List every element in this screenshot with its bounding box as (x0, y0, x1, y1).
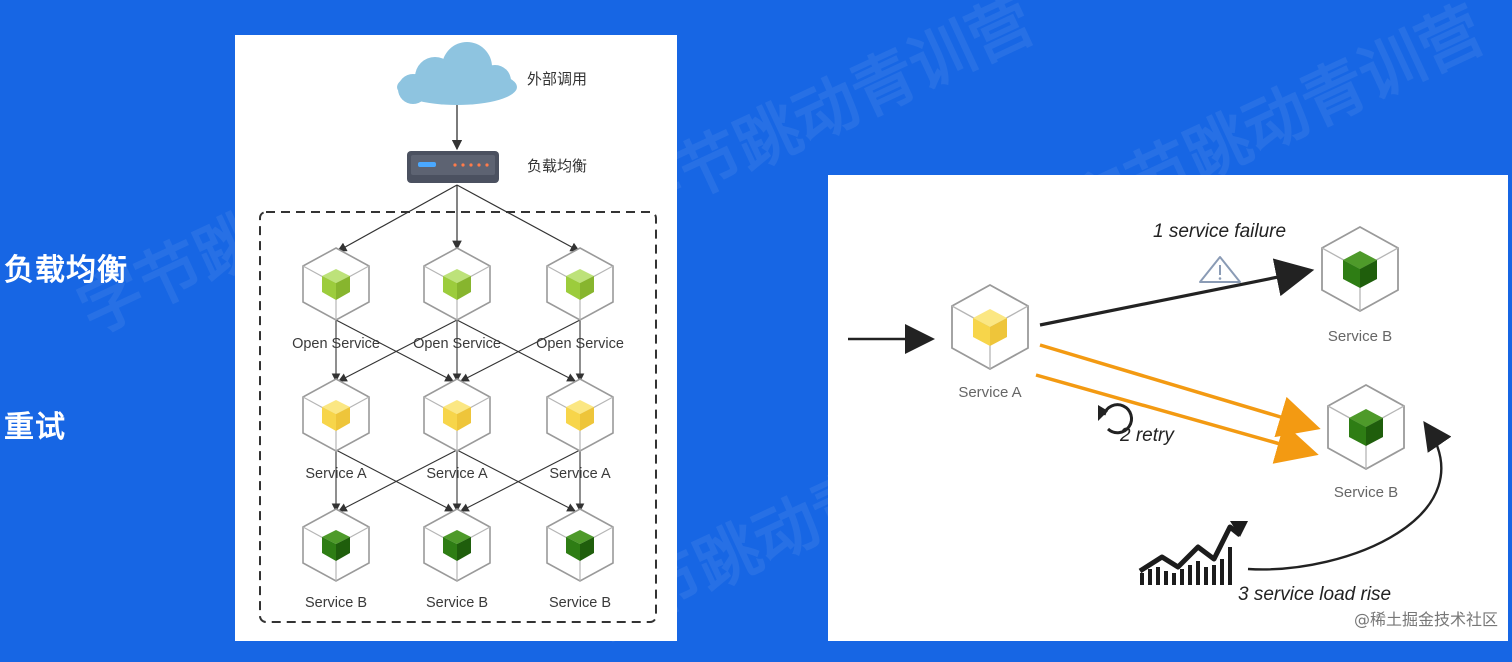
service-a-node (302, 378, 370, 452)
step-3-label: 3 service load rise (1238, 584, 1391, 605)
service-b-label: Service B (1334, 484, 1398, 501)
step-2-label: 2 retry (1119, 425, 1175, 446)
cube-icon (973, 309, 1007, 346)
step-1-label: 1 service failure (1153, 221, 1286, 242)
cube-icon (322, 269, 350, 300)
retry-heading: 重试 (4, 410, 66, 445)
open-service-node (546, 247, 614, 321)
service-a-label: Service A (958, 384, 1021, 401)
service-b-label: Service B (1328, 328, 1392, 345)
cube-icon (1343, 251, 1377, 288)
load-balancer-label: 负载均衡 (527, 157, 587, 175)
external-call-label: 外部调用 (527, 70, 587, 88)
cube-icon (566, 530, 594, 561)
load-balancing-heading: 负载均衡 (4, 253, 128, 288)
open-service-label: Open Service (413, 336, 501, 352)
source-credit: @稀土掘金技术社区 (1353, 610, 1498, 629)
retry-arrow (1035, 373, 1319, 464)
load-rise-arrow (1247, 421, 1452, 571)
cube-icon (566, 400, 594, 431)
service-a-node (951, 284, 1029, 370)
service-b-node (1321, 226, 1399, 312)
service-b-node (546, 508, 614, 582)
warning-icon (1199, 256, 1241, 283)
service-b-node (1327, 384, 1405, 470)
service-b-node (302, 508, 370, 582)
service-a-node (423, 378, 491, 452)
retry-icon (1098, 403, 1133, 435)
load-balancing-diagram-svg: 外部调用 负载均衡 (259, 42, 657, 623)
service-b-label: Service B (305, 595, 367, 611)
service-a-node (546, 378, 614, 452)
retry-arrow (1039, 343, 1321, 438)
service-cluster-boundary (259, 211, 657, 623)
cube-icon (566, 269, 594, 300)
retry-diagram: Service A Service B Service B 1 service … (828, 175, 1508, 641)
cube-icon (322, 530, 350, 561)
service-b-label: Service B (426, 595, 488, 611)
load-graph-icon (1138, 521, 1248, 585)
retry-diagram-svg: Service A Service B Service B 1 service … (848, 221, 1452, 605)
cube-icon (443, 269, 471, 300)
service-b-label: Service B (549, 595, 611, 611)
cloud-icon (397, 42, 517, 105)
service-a-label: Service A (426, 466, 488, 482)
service-b-node (423, 508, 491, 582)
service-a-label: Service A (549, 466, 611, 482)
open-service-label: Open Service (536, 336, 624, 352)
cube-icon (1349, 409, 1383, 446)
load-balancing-diagram: 外部调用 负载均衡 (235, 35, 677, 641)
failure-arrow (1039, 258, 1315, 327)
open-service-node (423, 247, 491, 321)
load-balancer-icon (407, 151, 499, 183)
service-a-label: Service A (305, 466, 367, 482)
open-service-label: Open Service (292, 336, 380, 352)
cube-icon (443, 530, 471, 561)
cube-icon (322, 400, 350, 431)
cube-icon (443, 400, 471, 431)
open-service-node (302, 247, 370, 321)
